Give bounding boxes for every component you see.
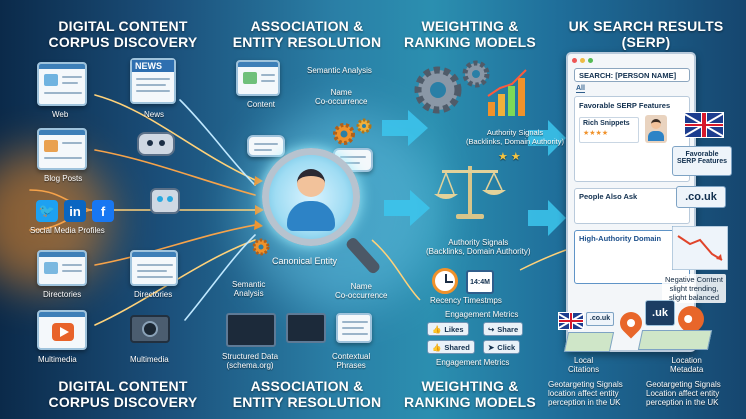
web-label: Web xyxy=(52,110,69,119)
thumbs-up-icon-2: 👍 xyxy=(432,342,442,352)
blog-posts-label: Blog Posts xyxy=(44,174,83,183)
person-thumbnail xyxy=(645,115,667,143)
section-title-serp-top: UK SEARCH RESULTS (SERP) xyxy=(568,18,724,50)
geotargeting-label-right: Geotargeting Signals Location affect ent… xyxy=(646,380,721,407)
authority-signals-label-top: Authority Signals (Backlinks, Domain Aut… xyxy=(466,128,564,146)
news-card: NEWS xyxy=(130,58,176,104)
clock-icon xyxy=(432,268,458,294)
facebook-icon: f xyxy=(92,200,114,222)
crawler-robot-icon xyxy=(137,132,175,156)
web-card xyxy=(37,62,87,106)
play-icon xyxy=(60,327,69,337)
negative-content-label: Negative Content slight trending, slight… xyxy=(662,274,726,303)
shared-button: 👍Shared xyxy=(427,340,475,354)
section-title-discovery-top: DIGITAL CONTENT CORPUS DISCOVERY xyxy=(48,18,198,50)
balance-scale-icon xyxy=(434,166,506,219)
directories-label-right: Directories xyxy=(134,290,173,299)
location-metadata-label: Location Metadata xyxy=(670,356,704,374)
speech-bubble-left xyxy=(247,135,285,157)
geotargeting-label-left: Geotargeting Signals location affect ent… xyxy=(548,380,623,407)
recency-label: Recency xyxy=(430,296,462,305)
cursor-icon: ➤ xyxy=(488,342,495,352)
high-authority-heading: High-Authority Domain xyxy=(579,234,662,243)
blog-card xyxy=(37,128,87,170)
camera-icon xyxy=(130,315,170,343)
people-also-ask-box: People Also Ask xyxy=(574,188,690,224)
favorable-serp-box: Favorable SERP Features Rich Snippets ★★… xyxy=(574,96,690,182)
gear-icons-steel xyxy=(414,60,490,114)
uk-flag-icon xyxy=(684,112,724,138)
twitter-icon: 🐦 xyxy=(36,200,58,222)
news-sign: NEWS xyxy=(132,60,174,72)
serp-search-input[interactable]: SEARCH: [PERSON NAME] xyxy=(574,68,690,82)
thumbs-up-icon: 👍 xyxy=(432,324,442,334)
magnifier-icon xyxy=(262,148,360,246)
engagement-metrics-label-bottom: Engagement Metrics xyxy=(436,358,510,367)
structured-data-label: Structured Data (schema.org) xyxy=(222,352,279,370)
multimedia-label-left: Multimedia xyxy=(38,355,77,364)
name-cooccurrence-label-bottom: Name Co-occurrence xyxy=(335,282,388,300)
map-icon xyxy=(563,332,615,352)
local-citations-label: Local Citations xyxy=(568,356,600,374)
canonical-entity-label: Canonical Entity xyxy=(272,256,338,266)
favorable-serp-badge: Favorable SERP Features xyxy=(672,146,732,176)
code-window-small xyxy=(286,313,326,343)
directories-card-right xyxy=(130,250,178,286)
person-body-icon xyxy=(287,201,335,231)
click-label: Click xyxy=(497,342,516,352)
news-label: News xyxy=(144,110,165,119)
crawler-robot-icon-2 xyxy=(150,188,180,214)
uk-flag-small-icon xyxy=(558,312,584,330)
couk-badge: .co.uk xyxy=(676,186,726,208)
map-icon-2 xyxy=(637,330,713,350)
bar-chart-icon xyxy=(487,69,527,116)
likes-label: Likes xyxy=(444,324,464,334)
section-title-weighting-top: WEIGHTING & RANKING MODELS xyxy=(404,18,536,50)
rich-snippets-card: Rich Snippets ★★★★ xyxy=(579,117,639,143)
engagement-metrics-label-top: Engagement Metrics xyxy=(445,310,519,319)
people-also-ask-heading: People Also Ask xyxy=(579,192,638,201)
gear-icons-orange xyxy=(333,118,372,145)
rich-snippets-label: Rich Snippets xyxy=(583,120,630,127)
person-head-icon xyxy=(297,169,325,197)
section-title-discovery-bottom: DIGITAL CONTENT CORPUS DISCOVERY xyxy=(48,378,198,410)
gear-icon-small xyxy=(252,238,270,256)
content-label: Content xyxy=(247,100,276,109)
share-button: ↪Share xyxy=(483,322,524,336)
likes-button: 👍Likes xyxy=(427,322,469,336)
small-couk-badge: .co.uk xyxy=(586,312,614,326)
section-title-association-top: ASSOCIATION & ENTITY RESOLUTION xyxy=(232,18,382,50)
code-window-structured-data xyxy=(226,313,276,347)
section-title-association-bottom: ASSOCIATION & ENTITY RESOLUTION xyxy=(232,378,382,410)
click-button: ➤Click xyxy=(483,340,521,354)
directories-card-left xyxy=(37,250,87,286)
star-icons: ★ ★ xyxy=(498,151,521,163)
timestamp-calendar: 14:4M xyxy=(466,270,494,294)
multimedia-label-right: Multimedia xyxy=(130,355,169,364)
multimedia-card-left xyxy=(37,310,87,350)
content-card xyxy=(236,60,280,96)
timestamps-label: Timestmps xyxy=(463,296,502,305)
section-title-weighting-bottom: WEIGHTING & RANKING MODELS xyxy=(404,378,536,410)
down-trend-chart-icon xyxy=(672,226,728,270)
share-icon: ↪ xyxy=(488,324,495,334)
social-media-label: Social Media Profiles xyxy=(30,226,105,235)
semantic-analysis-label-bottom: Semantic Analysis xyxy=(232,280,266,298)
directories-label-left: Directories xyxy=(43,290,82,299)
contextual-phrases-card xyxy=(336,313,372,343)
semantic-analysis-label-top: Semantic Analysis xyxy=(307,66,372,75)
name-cooccurrence-label-top: Name Co-occurrence xyxy=(315,88,368,106)
share-label: Share xyxy=(497,324,519,334)
tab-all[interactable]: All xyxy=(576,85,585,93)
linkedin-icon: in xyxy=(64,200,86,222)
uk-domain-badge: .uk xyxy=(645,300,675,326)
shared-label: Shared xyxy=(444,342,470,352)
authority-signals-label-mid: Authority Signals (Backlinks, Domain Aut… xyxy=(426,238,531,256)
rating-stars: ★★★★ xyxy=(583,130,609,137)
contextual-phrases-label: Contextual Phrases xyxy=(332,352,371,370)
favorable-serp-features-heading: Favorable SERP Features xyxy=(579,101,671,110)
window-dots xyxy=(572,58,593,63)
